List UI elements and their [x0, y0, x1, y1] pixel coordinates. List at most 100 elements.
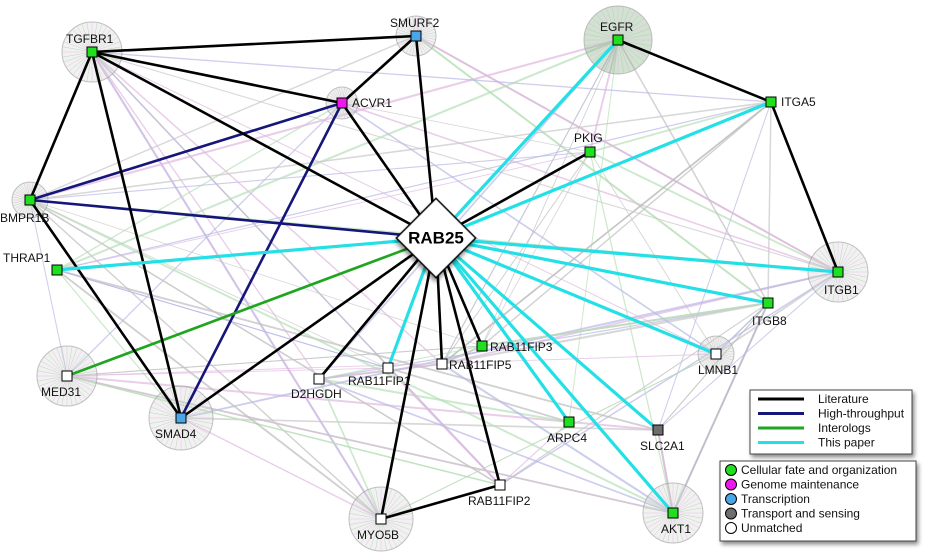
hub-node[interactable]: RAB25 — [395, 197, 477, 279]
node-smurf2[interactable]: SMURF2 — [390, 16, 440, 42]
background-edge — [56, 101, 772, 271]
edge-acvr1-smad4 — [179, 101, 344, 420]
halo-spoke — [584, 39, 619, 47]
node-label: THRAP1 — [3, 251, 51, 265]
node-marker[interactable] — [762, 297, 774, 309]
node-marker[interactable] — [584, 146, 596, 158]
hub-label: RAB25 — [408, 229, 464, 248]
node-marker[interactable] — [336, 97, 348, 109]
edge-rab25-itgb8 — [434, 236, 770, 305]
node-tgfbr1[interactable]: TGFBR1 — [66, 32, 114, 58]
node-marker[interactable] — [436, 358, 448, 370]
edge-rab25-egfr — [434, 38, 620, 240]
node-myo5b[interactable]: MYO5B — [357, 513, 399, 542]
legend-label: Transport and sensing — [741, 507, 860, 521]
node-label: SLC2A1 — [640, 439, 685, 453]
background-edge — [318, 378, 674, 514]
node-label: RAB11FIP5 — [449, 358, 512, 372]
background-edge — [318, 363, 443, 380]
legend-label: High-throughput — [818, 407, 905, 421]
node-rab11fip3[interactable]: RAB11FIP3 — [476, 340, 553, 354]
background-edge — [180, 417, 382, 520]
background-edge — [672, 302, 769, 514]
node-marker[interactable] — [652, 424, 664, 436]
legend-dot — [725, 507, 737, 520]
background-edge — [318, 378, 382, 520]
background-edges — [29, 35, 839, 520]
node-marker[interactable] — [494, 479, 506, 491]
node-label: PKIG — [574, 131, 603, 145]
node-marker[interactable] — [710, 348, 722, 360]
node-label: RAB11FIP1 — [348, 374, 411, 388]
node-marker[interactable] — [86, 46, 98, 58]
node-bmpr1b[interactable]: BMPR1B — [0, 194, 49, 225]
node-label: TGFBR1 — [66, 32, 114, 46]
node-legend-box — [719, 460, 917, 542]
hub-diamond[interactable] — [395, 197, 477, 279]
node-rab11fip1[interactable]: RAB11FIP1 — [348, 362, 411, 388]
node-marker[interactable] — [476, 340, 488, 352]
node-marker[interactable] — [24, 194, 36, 206]
node-label: ITGB1 — [824, 283, 859, 297]
edge-rab25-smad4 — [179, 236, 438, 420]
background-edge — [56, 39, 619, 271]
edge-myo5b-rab11fip2 — [379, 483, 502, 521]
edge-rab25-itga5 — [434, 100, 773, 240]
node-marker[interactable] — [382, 362, 394, 374]
node-smad4[interactable]: SMAD4 — [155, 412, 197, 441]
node-rab11fip2[interactable]: RAB11FIP2 — [468, 479, 531, 508]
edge-bmpr1b-smad4 — [28, 198, 183, 420]
node-lmnb1[interactable]: LMNB1 — [698, 348, 738, 377]
node-marker[interactable] — [667, 507, 679, 519]
background-edge — [66, 367, 389, 377]
node-itgb1[interactable]: ITGB1 — [824, 266, 859, 297]
legend-dot — [725, 522, 737, 534]
node-marker[interactable] — [832, 266, 844, 278]
node-itgb8[interactable]: ITGB8 — [752, 297, 787, 328]
edge-rab25-slc2a1 — [434, 236, 660, 432]
background-edge — [715, 302, 769, 355]
node-marker[interactable] — [563, 416, 575, 428]
legend-dot — [725, 464, 737, 476]
node-marker[interactable] — [175, 412, 187, 424]
node-egfr[interactable]: EGFR — [600, 20, 634, 46]
node-arpc4[interactable]: ARPC4 — [547, 416, 587, 445]
node-marker[interactable] — [61, 370, 73, 382]
node-marker[interactable] — [612, 34, 624, 46]
node-marker[interactable] — [313, 373, 325, 385]
node-akt1[interactable]: AKT1 — [661, 507, 691, 536]
edge-rab25-arpc4 — [434, 236, 571, 424]
node-itga5[interactable]: ITGA5 — [765, 95, 816, 109]
node-label: LMNB1 — [698, 363, 738, 377]
legend-item-unmatched: Unmatched — [725, 521, 802, 535]
node-acvr1[interactable]: ACVR1 — [336, 96, 392, 110]
background-edge — [91, 51, 839, 273]
background-edge — [91, 51, 443, 365]
legend-label: Literature — [818, 392, 869, 406]
background-edge — [29, 199, 382, 520]
node-thrap1[interactable]: THRAP1 — [3, 251, 63, 276]
edge-tgfbr1-acvr1 — [90, 50, 344, 105]
node-marker[interactable] — [410, 30, 422, 42]
node-label: ITGB8 — [752, 314, 787, 328]
background-edge — [66, 375, 501, 486]
node-med31[interactable]: MED31 — [41, 370, 81, 399]
background-edge — [91, 51, 717, 355]
edge-rab25-myo5b — [379, 236, 438, 521]
node-marker[interactable] — [765, 96, 777, 108]
node-rab11fip5[interactable]: RAB11FIP5 — [436, 358, 512, 372]
background-edge — [341, 102, 591, 153]
edge-rab25-tgfbr1 — [90, 50, 438, 240]
background-edge — [589, 151, 674, 514]
node-slc2a1[interactable]: SLC2A1 — [640, 424, 685, 453]
node-marker[interactable] — [375, 513, 387, 525]
background-edge — [441, 301, 769, 366]
node-label: RAB11FIP2 — [468, 494, 531, 508]
node-marker[interactable] — [51, 264, 63, 276]
node-d2hgdh[interactable]: D2HGDH — [291, 373, 342, 401]
node-pkig[interactable]: PKIG — [574, 131, 603, 158]
